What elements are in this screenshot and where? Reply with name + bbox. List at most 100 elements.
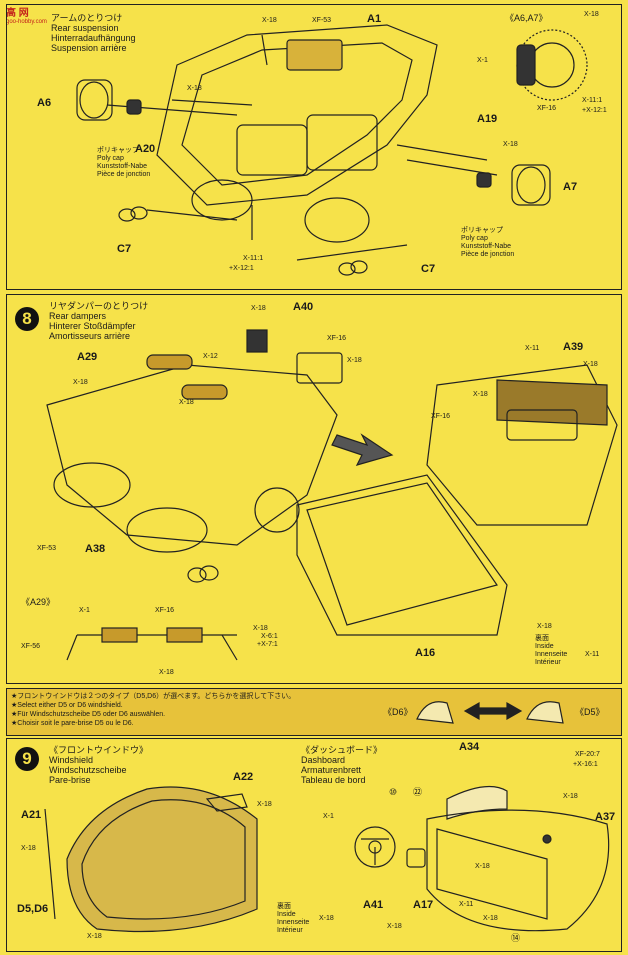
note-jp: ★フロントウインドウは２つのタイプ（D5,D6）が選べます。どちらかを選択して下…: [11, 693, 296, 700]
part-a41: A41: [363, 899, 384, 911]
step7-title-en: Rear suspension: [51, 23, 119, 33]
part-a6: A6: [37, 97, 52, 109]
label-x18: X-18: [179, 399, 194, 406]
polycap-jp: ポリキャップ: [97, 147, 139, 154]
decal-22: ㉒: [413, 787, 423, 797]
polycap-note-left: ポリキャップ Poly cap Kunststoff-Nabe Pièce de…: [97, 147, 150, 179]
dashboard-title-de: Armaturenbrett: [301, 765, 362, 775]
inside-en: Inside: [535, 643, 554, 650]
part-a21: A21: [21, 809, 42, 821]
label-x12: +X-12:1: [582, 107, 607, 114]
polycap-de: Kunststoff-Nabe: [97, 163, 148, 170]
windshield-dashboard-drawing: [44, 785, 610, 933]
step8-title-de: Hinterer Stoßdämpfer: [49, 321, 136, 331]
label-x12: +X-12:1: [229, 265, 254, 272]
inside-de: Innenseite: [277, 919, 310, 926]
windshield-options-drawing: [416, 701, 564, 724]
step7-title-de: Hinterradaufhängung: [51, 33, 136, 43]
windshield-choice-note: ★フロントウインドウは２つのタイプ（D5,D6）が選べます。どちらかを選択して下…: [6, 688, 622, 736]
label-x18: X-18: [563, 793, 578, 800]
label-x11: X-11:1: [243, 255, 264, 262]
windshield-title-de: Windschutzscheibe: [49, 765, 127, 775]
inside-fr: Intérieur: [277, 927, 303, 934]
part-a37: A37: [595, 811, 616, 823]
dashboard-title-jp: 《ダッシュボード》: [301, 745, 383, 755]
part-a16: A16: [415, 647, 436, 659]
note-en: ★Select either D5 or D6 windshield.: [11, 702, 123, 709]
inside-jp: 裏面: [535, 635, 549, 642]
polycap-jp: ポリキャップ: [461, 227, 503, 234]
label-x18: X-18: [583, 361, 598, 368]
option-d6-label: 《D6》: [383, 707, 413, 717]
inset-title: 《A6,A7》: [505, 13, 548, 23]
step8-rear-dampers-panel: 8 リヤダンパーのとりつけ Rear dampers Hinterer Stoß…: [6, 294, 622, 684]
part-a34: A34: [459, 741, 480, 753]
label-x1: X-1: [79, 607, 90, 614]
label-xf16: XF-16: [537, 105, 557, 112]
label-x18: X-18: [537, 623, 552, 630]
label-x18: X-18: [159, 669, 174, 676]
inside-note: 裏面 Inside Innenseite Intérieur: [535, 635, 567, 667]
label-xf20: XF-20:7: [575, 751, 600, 758]
note-de: ★Für Windschutzscheibe D5 oder D6 auswäh…: [11, 711, 166, 718]
part-c7: C7: [117, 243, 132, 255]
label-x18: X-18: [475, 863, 490, 870]
label-x18: X-18: [262, 17, 277, 24]
label-x1: X-1: [477, 57, 488, 64]
dashboard-title-en: Dashboard: [301, 755, 346, 765]
part-a17: A17: [413, 899, 434, 911]
label-x18: X-18: [483, 915, 498, 922]
polycap-note-right: ポリキャップ Poly cap Kunststoff-Nabe Pièce de…: [461, 227, 514, 259]
label-x61: X-6:1: [261, 633, 278, 640]
step7-title-jp: アームのとりつけ: [51, 13, 123, 23]
label-x18: X-18: [187, 85, 202, 92]
decal-10: ⑩: [389, 787, 398, 797]
inside-jp: 裏面: [277, 903, 291, 910]
label-x11: X-11: [525, 345, 540, 352]
part-a39: A39: [563, 341, 584, 353]
label-xf16: XF-16: [431, 413, 451, 420]
label-xf16: XF-16: [155, 607, 175, 614]
step7-rear-suspension-panel: アームのとりつけ Rear suspension Hinterradaufhän…: [6, 4, 622, 290]
windshield-title-fr: Pare-brise: [49, 775, 91, 785]
label-x18: X-18: [347, 357, 362, 364]
label-x11: X-11: [459, 901, 474, 908]
label-x18: X-18: [251, 305, 266, 312]
inside-fr: Intérieur: [535, 659, 561, 666]
label-xf53: XF-53: [312, 17, 332, 24]
windshield-title-jp: 《フロントウインドウ》: [49, 745, 149, 755]
label-x18: X-18: [87, 933, 102, 940]
polycap-fr: Pièce de jonction: [461, 251, 515, 258]
windshield-title-en: Windshield: [49, 755, 94, 765]
part-a1: A1: [367, 13, 382, 25]
label-x18: X-18: [473, 391, 488, 398]
polycap-de: Kunststoff-Nabe: [461, 243, 512, 250]
decal-14: ⑭: [511, 933, 521, 943]
subdiagram-title: 《A29》: [21, 597, 56, 607]
inside-note: 裏面 Inside Innenseite Intérieur: [277, 903, 309, 935]
logo-text: 高 网: [6, 8, 29, 19]
step8-title-en: Rear dampers: [49, 311, 107, 321]
label-x18: X-18: [503, 141, 518, 148]
part-a29: A29: [77, 351, 98, 363]
part-a20: A20: [135, 143, 156, 155]
site-logo: 高 网 goo-hobby.com: [6, 4, 47, 25]
label-x18: X-18: [319, 915, 334, 922]
part-d5-d6: D5,D6: [17, 903, 49, 915]
option-d5-label: 《D5》: [575, 707, 605, 717]
note-fr: ★Choisir soit le pare-brise D5 ou le D6.: [11, 720, 134, 727]
logo-subtext: goo-hobby.com: [6, 19, 47, 25]
label-x11: X-11:1: [582, 97, 603, 104]
part-a7: A7: [563, 181, 578, 193]
dashboard-title-fr: Tableau de bord: [301, 775, 366, 785]
label-x11: X-11: [585, 651, 600, 658]
label-x12: X-12: [203, 353, 218, 360]
inside-de: Innenseite: [535, 651, 568, 658]
label-xf53: XF-53: [37, 545, 57, 552]
label-x18: X-18: [73, 379, 88, 386]
part-a19: A19: [477, 113, 498, 125]
label-x18: X-18: [253, 625, 268, 632]
rear-suspension-drawing: [76, 24, 588, 276]
part-a40: A40: [293, 301, 314, 313]
label-x1: X-1: [323, 813, 334, 820]
